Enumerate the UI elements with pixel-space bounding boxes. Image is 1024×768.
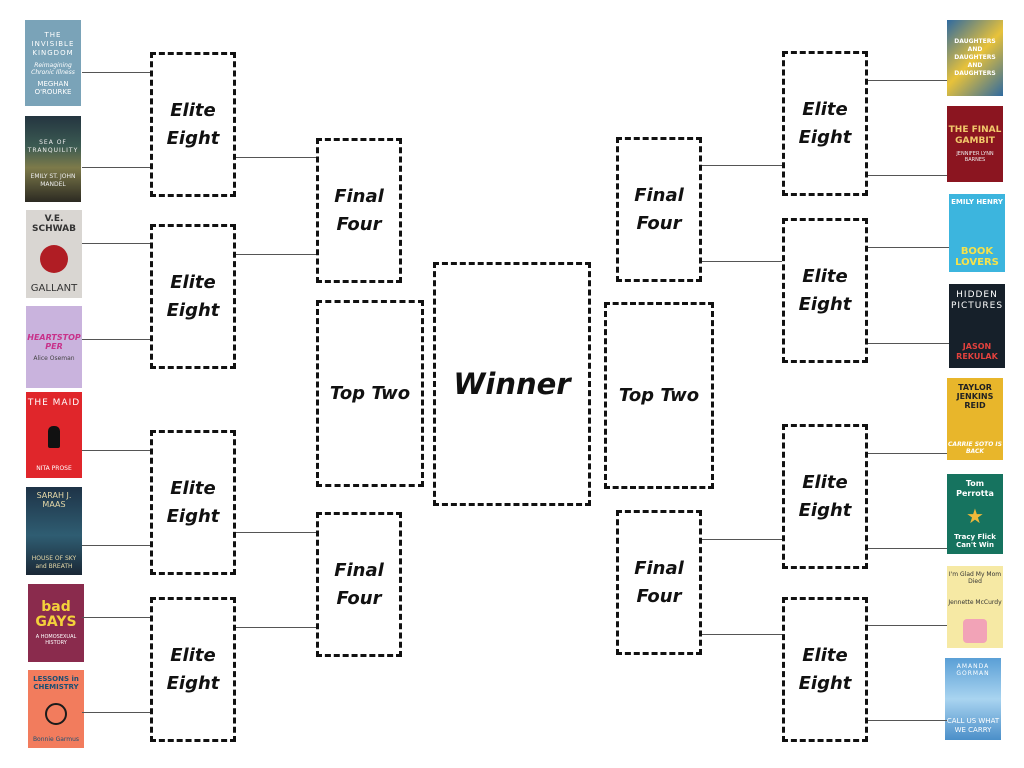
cover-title: LESSONS in CHEMISTRY (33, 675, 79, 691)
cover-title: HOUSE OF SKY and BREATH (31, 555, 77, 570)
left-elite-eight-2: Elite Eight (150, 224, 236, 369)
book-cover-daughters: DAUGHTERS AND DAUGHTERS AND DAUGHTERS (947, 20, 1003, 96)
cover-title: I'm Glad My Mom Died (948, 571, 1002, 585)
cover-author: Alice Oseman (33, 354, 75, 362)
book-cover-sea-of-tranquility: SEA OF TRANQUILITY EMILY ST. JOHN MANDEL (25, 116, 81, 202)
cover-title: THE FINAL GAMBIT (948, 125, 1002, 146)
cover-author: Tom Perrotta (956, 479, 994, 498)
slot-label: Elite Eight (166, 644, 220, 694)
cover-author: Bonnie Garmus (32, 736, 80, 743)
slot-label: Elite Eight (798, 98, 852, 148)
cover-art (963, 619, 987, 643)
book-cover-heartstopper: HEARTSTOPPER Alice Oseman (26, 306, 82, 388)
cover-subtitle: A HOMOSEXUAL HISTORY (35, 634, 77, 646)
left-elite-eight-3: Elite Eight (150, 430, 236, 575)
cover-subtitle: Reimagining Chronic Illness (31, 61, 75, 76)
winner-label: Winner (453, 366, 571, 401)
cover-title: GALLANT (30, 283, 78, 294)
book-cover-the-maid: THE MAID NITA PROSE (26, 392, 82, 478)
book-cover-lessons-in-chemistry: LESSONS in CHEMISTRY Bonnie Garmus (28, 670, 84, 748)
left-final-four-2: Final Four (316, 512, 402, 657)
cover-author: NITA PROSE (36, 465, 72, 472)
book-cover-hidden-pictures: HIDDEN PICTURES JASON REKULAK (949, 284, 1005, 368)
slot-label: Final Four (334, 185, 384, 235)
right-elite-eight-3: Elite Eight (782, 424, 868, 569)
book-cover-gallant: V.E. SCHWAB GALLANT (26, 210, 82, 298)
cover-title: bad GAYS (35, 599, 77, 630)
left-elite-eight-4: Elite Eight (150, 597, 236, 742)
right-top-two: Top Two (604, 302, 714, 489)
book-cover-house-of-sky-and-breath: SARAH J. MAAS HOUSE OF SKY and BREATH (26, 487, 82, 575)
cover-title: BOOK LOVERS (955, 246, 999, 268)
cover-title: CALL US WHAT WE CARRY (946, 717, 1000, 734)
left-final-four-1: Final Four (316, 138, 402, 283)
slot-label: Elite Eight (166, 99, 220, 149)
slot-label: Top Two (618, 384, 700, 406)
book-cover-the-final-gambit: THE FINAL GAMBIT JENNIFER LYNN BARNES (947, 106, 1003, 182)
cover-title: THE MAID (27, 398, 81, 408)
book-cover-book-lovers: EMILY HENRY BOOK LOVERS (949, 194, 1005, 272)
right-elite-eight-4: Elite Eight (782, 597, 868, 742)
cover-author: JENNIFER LYNN BARNES (956, 151, 994, 163)
slot-label: Elite Eight (798, 644, 852, 694)
cover-title: SEA OF TRANQUILITY (27, 139, 79, 154)
star-icon: ★ (966, 504, 984, 528)
slot-label: Elite Eight (166, 477, 220, 527)
cover-art (45, 702, 67, 725)
book-cover-invisible-kingdom: THE INVISIBLE KINGDOM Reimagining Chroni… (25, 20, 81, 106)
cover-art (48, 426, 60, 448)
slot-label: Final Four (634, 557, 684, 607)
cover-title: Tracy Flick Can't Win (954, 533, 996, 549)
cover-author: MEGHAN O'ROURKE (34, 79, 72, 96)
cover-author: TAYLOR JENKINS REID (956, 383, 994, 410)
book-cover-bad-gays: bad GAYS A HOMOSEXUAL HISTORY (28, 584, 84, 662)
cover-author: SARAH J. MAAS (36, 491, 72, 509)
cover-author: EMILY ST. JOHN MANDEL (30, 173, 76, 188)
slot-label: Elite Eight (166, 271, 220, 321)
right-final-four-2: Final Four (616, 510, 702, 655)
book-cover-tracy-flick-cant-win: Tom Perrotta ★ Tracy Flick Can't Win (947, 474, 1003, 554)
cover-art (40, 244, 68, 273)
cover-author: Jennette McCurdy (948, 598, 1002, 606)
cover-title: DAUGHTERS AND DAUGHTERS AND DAUGHTERS (954, 38, 996, 77)
left-top-two: Top Two (316, 300, 424, 487)
right-elite-eight-2: Elite Eight (782, 218, 868, 363)
cover-title: HIDDEN PICTURES (950, 290, 1004, 311)
left-elite-eight-1: Elite Eight (150, 52, 236, 197)
right-elite-eight-1: Elite Eight (782, 51, 868, 196)
book-cover-im-glad-my-mom-died: I'm Glad My Mom Died Jennette McCurdy (947, 566, 1003, 648)
cover-author: EMILY HENRY (951, 198, 1003, 206)
slot-label: Final Four (334, 559, 384, 609)
slot-label: Elite Eight (798, 471, 852, 521)
cover-title: THE INVISIBLE KINGDOM (31, 30, 75, 57)
book-cover-call-us-what-we-carry: AMANDA GORMAN CALL US WHAT WE CARRY (945, 658, 1001, 740)
cover-title: CARRIE SOTO IS BACK (948, 441, 1002, 455)
slot-label: Final Four (634, 184, 684, 234)
slot-label: Top Two (329, 382, 411, 404)
cover-author: AMANDA GORMAN (956, 663, 990, 677)
winner-slot: Winner (433, 262, 591, 506)
cover-title: HEARTSTOPPER (27, 332, 81, 351)
slot-label: Elite Eight (798, 265, 852, 315)
cover-author: JASON REKULAK (956, 342, 998, 361)
right-final-four-1: Final Four (616, 137, 702, 282)
cover-author: V.E. SCHWAB (32, 214, 76, 234)
book-cover-carrie-soto-is-back: TAYLOR JENKINS REID CARRIE SOTO IS BACK (947, 378, 1003, 460)
